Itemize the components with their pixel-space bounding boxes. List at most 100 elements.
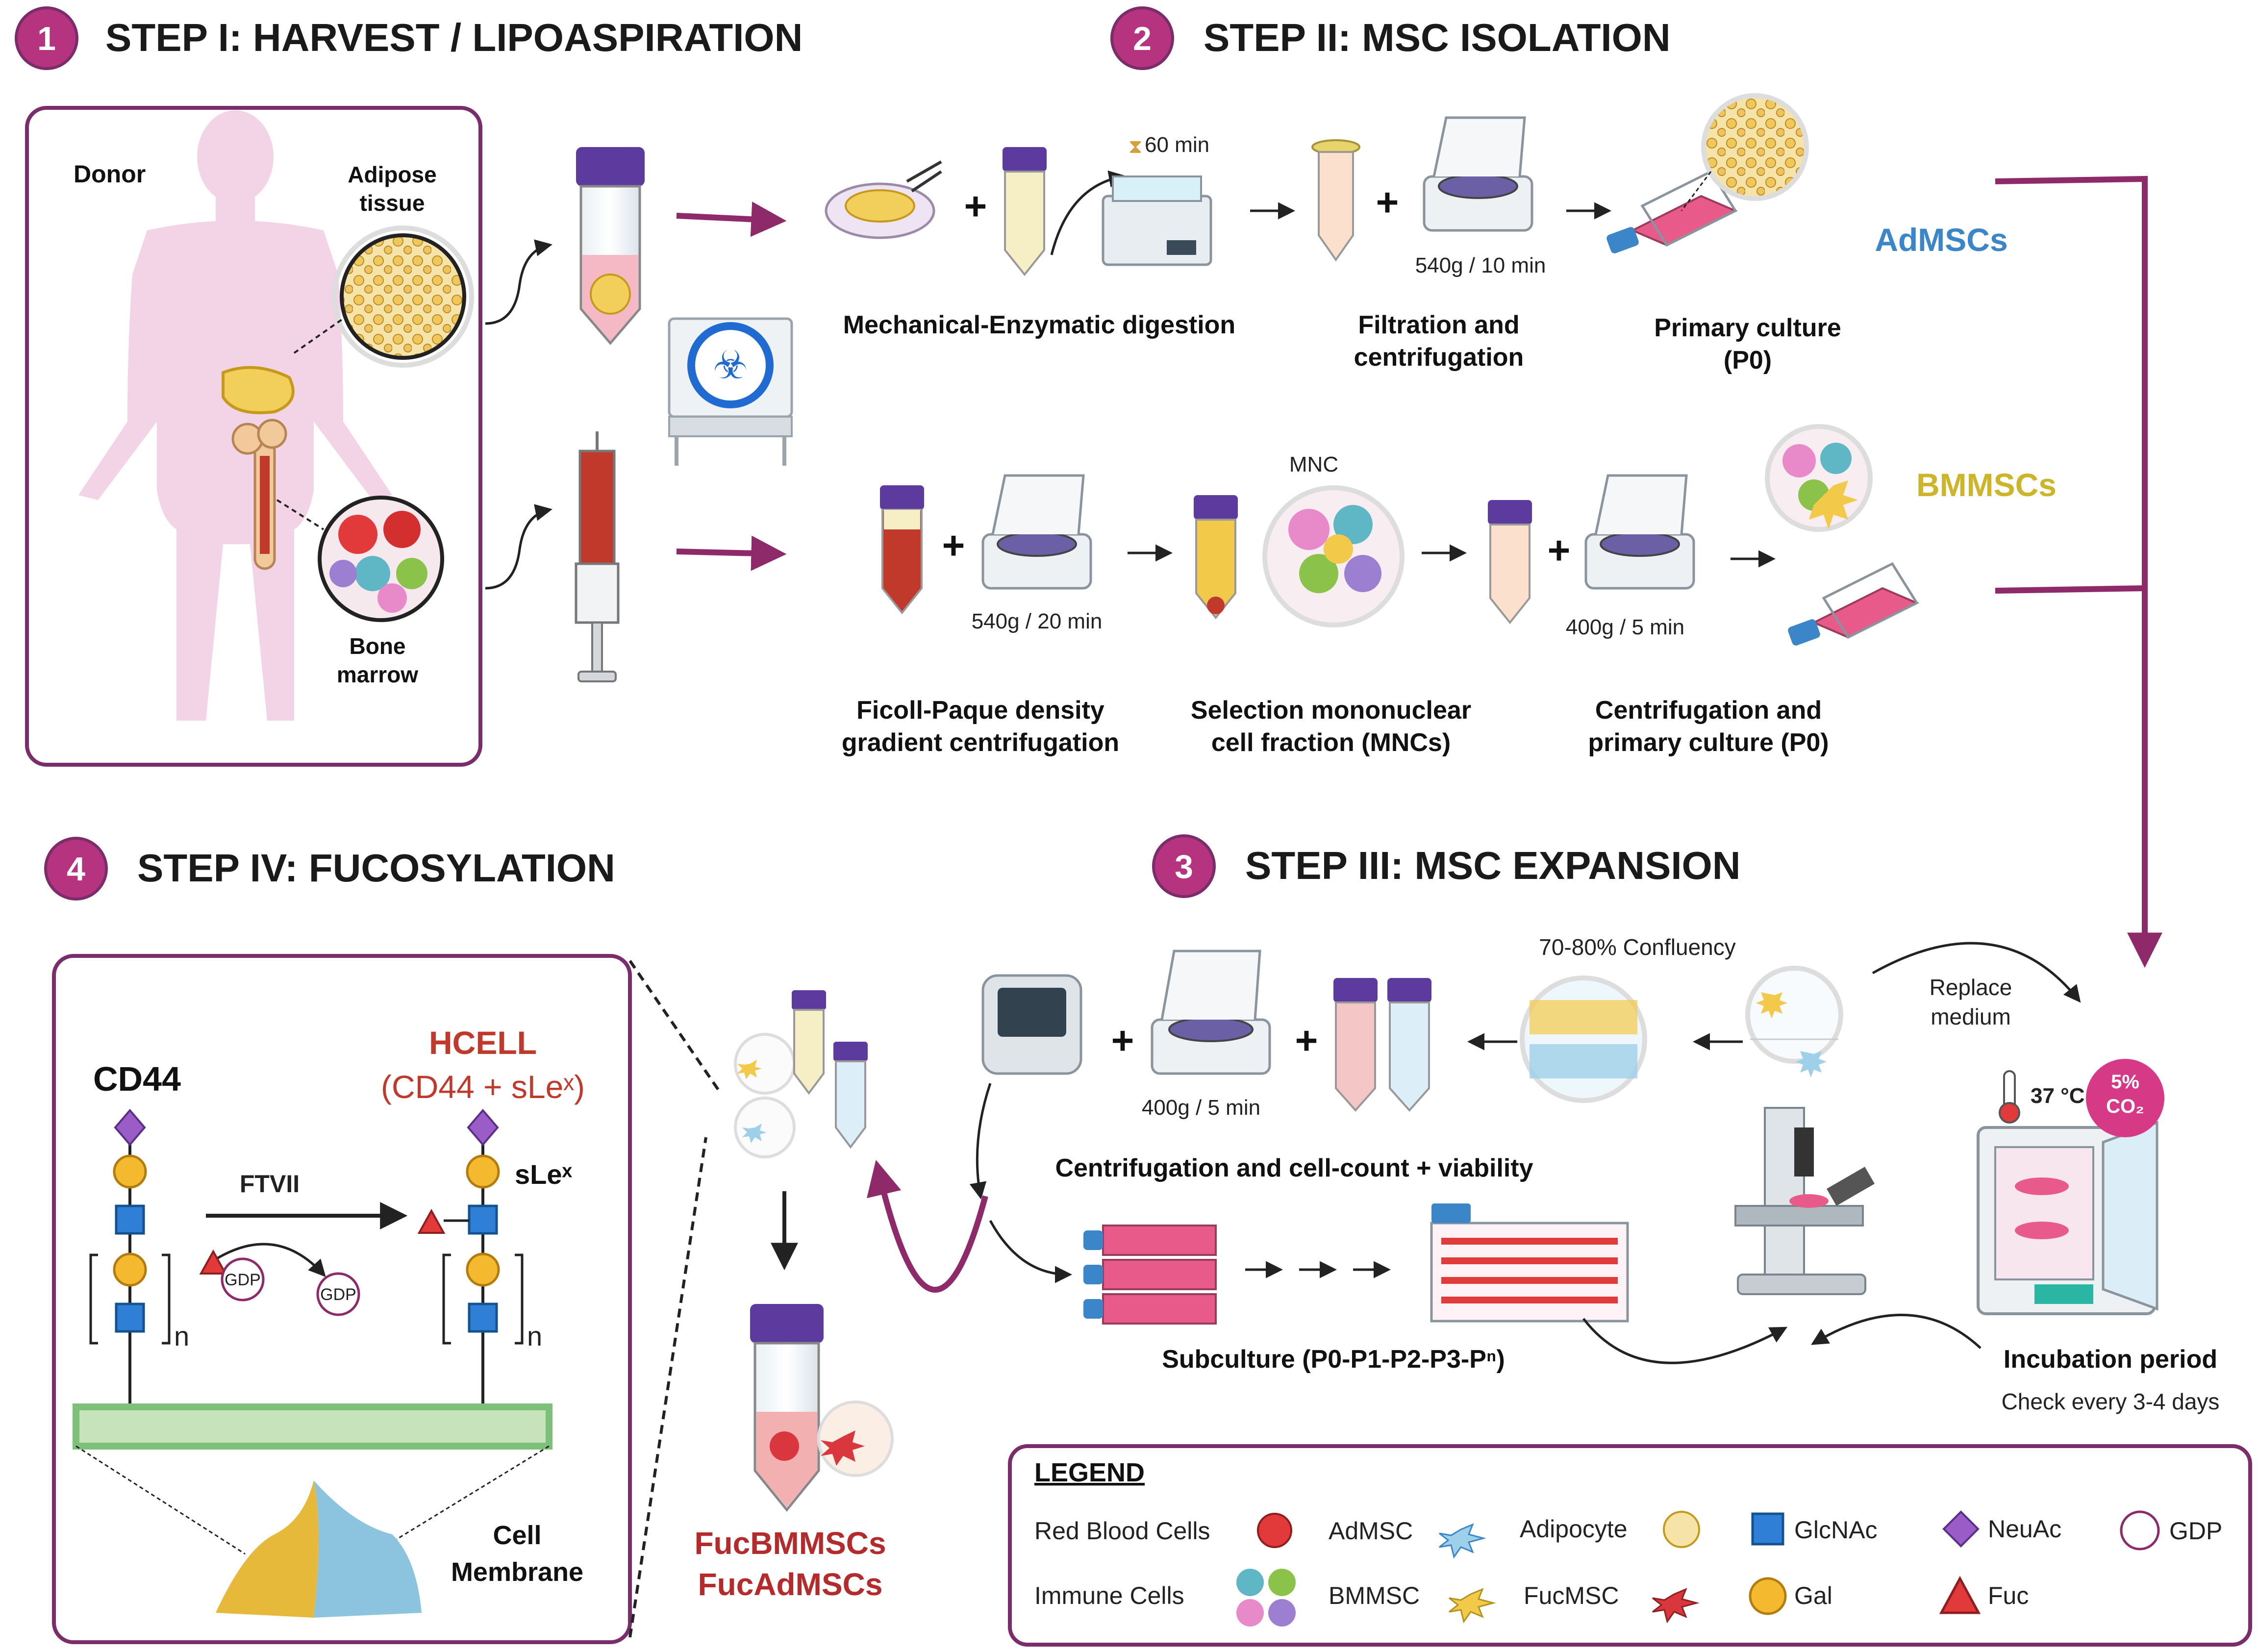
step-3-header: 3 STEP III: MSC EXPANSION bbox=[1152, 834, 1741, 898]
donor-label: Donor bbox=[74, 160, 146, 188]
culture-flask-icon-2 bbox=[1788, 562, 1919, 646]
legend-fucmsc-label: FucMSC bbox=[1524, 1582, 1619, 1609]
membrane-label: Membrane bbox=[451, 1557, 583, 1587]
hcell-glycan-chain: n bbox=[417, 1108, 542, 1407]
legend-rbc-swatch bbox=[1257, 1513, 1292, 1548]
plus-sign-1: + bbox=[964, 184, 987, 228]
legend-bmmsc-label: BMMSC bbox=[1329, 1582, 1420, 1609]
cell-label: Cell bbox=[493, 1521, 541, 1550]
centrifuge-icon-4 bbox=[1151, 950, 1271, 1075]
plus-sign-2: + bbox=[1376, 180, 1399, 224]
enzyme-tube-icon bbox=[1003, 147, 1047, 276]
step-2-title: STEP II: MSC ISOLATION bbox=[1204, 16, 1671, 59]
step-4-header: 4 STEP IV: FUCOSYLATION bbox=[44, 837, 615, 901]
ftvii-label: FTVII bbox=[240, 1170, 300, 1198]
adipose-label-line2: tissue bbox=[360, 190, 425, 216]
timer-label: 60 min bbox=[1145, 133, 1209, 157]
to-incubator-arrow bbox=[1995, 175, 2162, 968]
count-label: Centrifugation and cell-count + viabilit… bbox=[1055, 1154, 1533, 1182]
harvest-to-adipose-arrow bbox=[485, 239, 552, 325]
fucbmmscs-label: FucBMMSCs bbox=[694, 1526, 886, 1561]
primary-culture-line2: (P0) bbox=[1724, 346, 1772, 375]
bmmsc-zoom-cells bbox=[1782, 443, 1858, 529]
bmmscs-label: BMMSCs bbox=[1916, 467, 2057, 503]
to-ficoll-arrow bbox=[676, 535, 787, 571]
cd44-glycan-chain: n bbox=[89, 1108, 189, 1407]
step-3-title: STEP III: MSC EXPANSION bbox=[1245, 844, 1741, 887]
marrow-syringe-icon bbox=[575, 431, 620, 682]
fucosylation-panel: CD44 HCELL (CD44 + sLeˣ) n FTVII GDP GDP bbox=[52, 954, 632, 1644]
gdp-donor bbox=[221, 1257, 265, 1302]
legend-neuac-label: NeuAc bbox=[1988, 1515, 2061, 1543]
legend-gal-label: Gal bbox=[1794, 1582, 1832, 1609]
ficoll-label-line1: Ficoll-Paque density bbox=[856, 696, 1104, 725]
step-2-number: 2 bbox=[1133, 20, 1152, 57]
legend-adipocyte-swatch bbox=[1663, 1511, 1700, 1548]
hcell-subtitle: (CD44 + sLeˣ) bbox=[381, 1069, 585, 1105]
ficoll-label-line2: gradient centrifugation bbox=[842, 728, 1119, 757]
expansion-tubes-icon bbox=[1333, 978, 1431, 1112]
thermometer-icon bbox=[1999, 1070, 2020, 1124]
mnc-cells bbox=[1288, 505, 1381, 593]
centrifuge-icon-3 bbox=[1584, 474, 1695, 590]
filter-tube-icon bbox=[1311, 139, 1360, 262]
centprim-label-line1: Centrifugation and bbox=[1595, 696, 1822, 725]
fuc-donor-triangle bbox=[199, 1249, 227, 1275]
gdp-released bbox=[316, 1272, 360, 1316]
mnc-tube-icon-2 bbox=[1488, 500, 1532, 625]
legend-adipocyte-label: Adipocyte bbox=[1520, 1515, 1628, 1543]
centrifuge-icon-1 bbox=[1423, 116, 1533, 232]
gdp-released-label: GDP bbox=[320, 1285, 356, 1304]
legend-admsc-label: AdMSC bbox=[1329, 1517, 1413, 1545]
centprim-label-line2: primary culture (P0) bbox=[1588, 728, 1829, 757]
co2-badge bbox=[2086, 1059, 2164, 1137]
spin-label-1: 540g / 10 min bbox=[1415, 253, 1546, 277]
legend-neuac-swatch bbox=[1942, 1510, 1980, 1548]
to-fucosylation-arrow bbox=[867, 1159, 988, 1293]
legend-frame bbox=[1008, 1444, 2252, 1647]
repeat-n-left: n bbox=[174, 1321, 189, 1352]
plus-sign-5: + bbox=[1111, 1019, 1134, 1062]
adipose-deposit-icon bbox=[222, 366, 295, 414]
admscs-label: AdMSCs bbox=[1875, 222, 2007, 258]
legend-fucmsc-swatch bbox=[1652, 1588, 1700, 1624]
biohazard-icon: ☣ bbox=[713, 343, 748, 387]
step-4-badge bbox=[44, 837, 108, 901]
selection-label-line2: cell fraction (MNCs) bbox=[1211, 728, 1451, 757]
multilayer-flask-icon bbox=[1430, 1203, 1629, 1323]
cell-counter-icon bbox=[981, 974, 1082, 1075]
hcell-label: HCELL bbox=[429, 1025, 537, 1061]
sparse-cells-zoom bbox=[1745, 966, 1843, 1064]
fuc-tubes-small-icon bbox=[792, 990, 868, 1149]
temperature-label: 37 °C bbox=[2031, 1084, 2085, 1108]
filtration-label-line1: Filtration and bbox=[1358, 311, 1519, 339]
legend-bmmsc-swatch bbox=[1449, 1588, 1496, 1624]
spin-label-4: 400g / 5 min bbox=[1142, 1096, 1260, 1120]
bone-label-line2: marrow bbox=[337, 662, 418, 687]
incubation-label: Incubation period bbox=[2004, 1345, 2217, 1374]
culture-flask-icon-1 bbox=[1606, 170, 1738, 253]
spin-label-3: 400g / 5 min bbox=[1566, 615, 1684, 639]
spin-label-2: 540g / 20 min bbox=[972, 609, 1103, 633]
step-1-badge bbox=[15, 6, 78, 70]
mnc-label: MNC bbox=[1289, 452, 1338, 476]
step-2-header: 2 STEP II: MSC ISOLATION bbox=[1110, 6, 1671, 70]
subculture-label: Subculture (P0-P1-P2-P3-Pⁿ) bbox=[1162, 1345, 1505, 1374]
legend-gdp-swatch bbox=[2120, 1510, 2160, 1551]
biosafety-cabinet-icon: ☣ bbox=[668, 317, 793, 466]
cd44-label: CD44 bbox=[93, 1060, 181, 1098]
co2-label: CO₂ bbox=[2106, 1096, 2144, 1117]
legend-fuc-label: Fuc bbox=[1988, 1582, 2029, 1609]
femur-bone-icon bbox=[231, 419, 287, 570]
fuc-tube-large-icon bbox=[750, 1304, 824, 1512]
replace-label-line1: Replace bbox=[1930, 975, 2012, 1000]
step-1-title: STEP I: HARVEST / LIPOASPIRATION bbox=[105, 16, 803, 59]
donor-body-icon bbox=[78, 110, 392, 721]
step-2-badge bbox=[1110, 6, 1174, 70]
legend-immune-label: Immune Cells bbox=[1034, 1582, 1184, 1609]
confluency-label: 70-80% Confluency bbox=[1539, 934, 1735, 960]
plus-sign-4: + bbox=[1548, 528, 1571, 572]
legend-admsc-swatch bbox=[1439, 1523, 1486, 1559]
adipose-label-line1: Adipose bbox=[348, 162, 436, 187]
plus-sign-6: + bbox=[1295, 1019, 1318, 1062]
